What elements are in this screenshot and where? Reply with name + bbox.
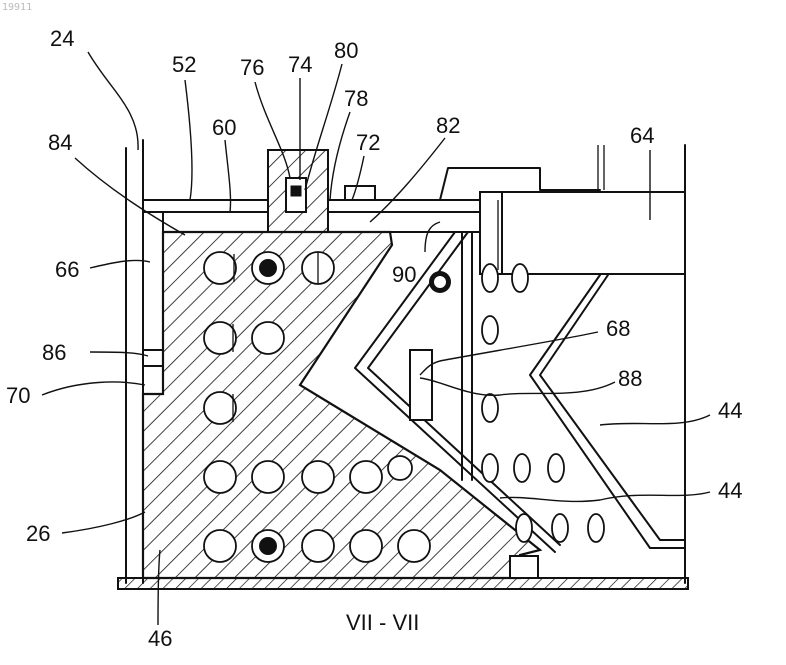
section-caption: VII - VII xyxy=(346,610,419,635)
label-70: 70 xyxy=(6,383,30,408)
label-52: 52 xyxy=(172,52,196,77)
label-84: 84 xyxy=(48,130,72,155)
label-82: 82 xyxy=(436,113,460,138)
label-66: 66 xyxy=(55,257,79,282)
cavity-holes xyxy=(482,264,604,542)
label-86: 86 xyxy=(42,340,66,365)
label-74: 74 xyxy=(288,52,312,77)
label-26: 26 xyxy=(26,521,50,546)
label-44-lower: 44 xyxy=(718,478,742,503)
label-72: 72 xyxy=(356,130,380,155)
document-id: 19911 xyxy=(2,2,32,13)
label-60: 60 xyxy=(212,115,236,140)
label-76: 76 xyxy=(240,55,264,80)
label-44-upper: 44 xyxy=(718,398,742,423)
label-90: 90 xyxy=(392,262,416,287)
block-64 xyxy=(480,192,685,274)
label-64: 64 xyxy=(630,123,654,148)
label-80: 80 xyxy=(334,38,358,63)
label-46: 46 xyxy=(148,626,172,651)
label-88: 88 xyxy=(618,366,642,391)
label-78: 78 xyxy=(344,86,368,111)
label-68: 68 xyxy=(606,316,630,341)
label-24: 24 xyxy=(50,26,74,51)
side-guide xyxy=(143,212,163,394)
